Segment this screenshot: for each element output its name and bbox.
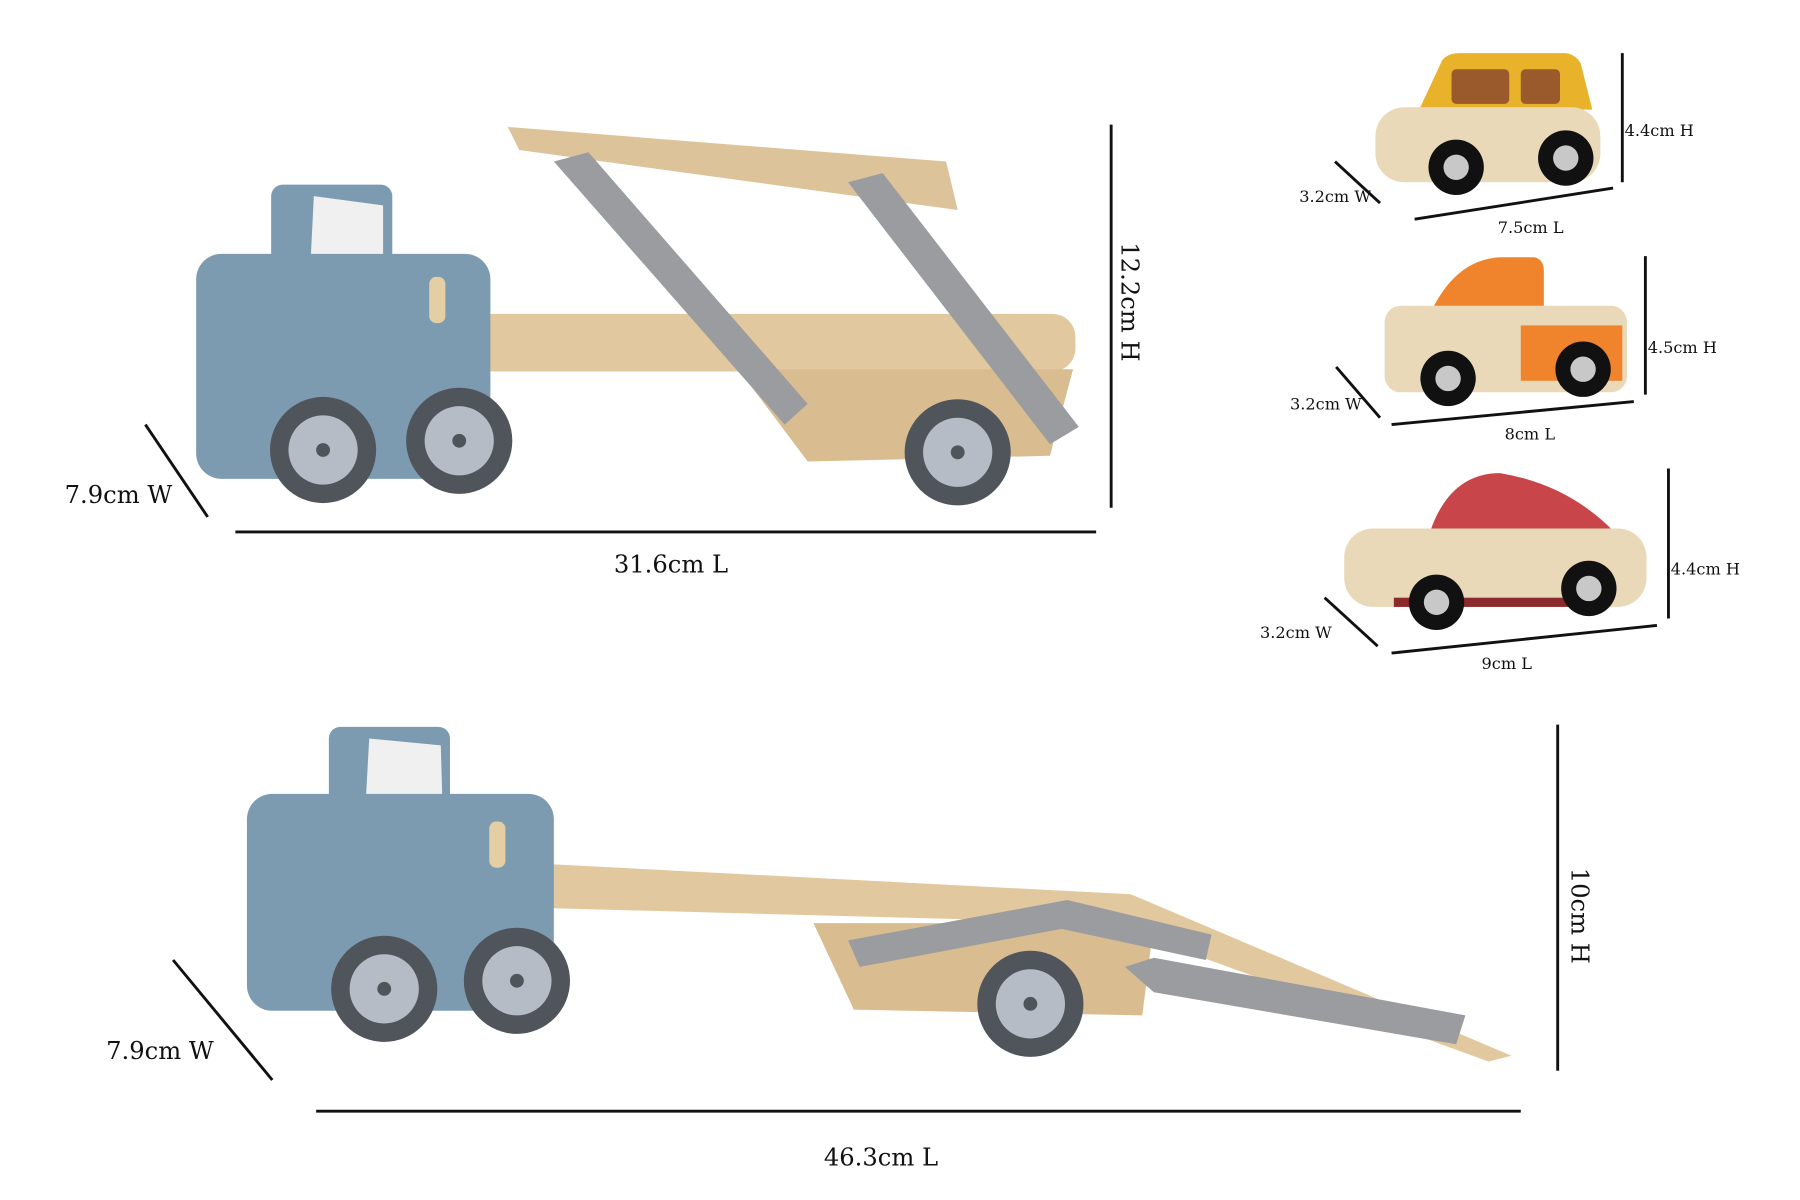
height-label: 10cm H (1566, 868, 1594, 964)
length-label: 8cm L (1505, 425, 1556, 444)
arm (848, 900, 1212, 967)
length-label: 9cm L (1482, 654, 1533, 673)
wheel (406, 387, 513, 494)
length-label: 7.5cm L (1498, 218, 1564, 237)
arm (848, 173, 1079, 445)
width-label: 3.2cm W (1299, 187, 1371, 206)
wheel (270, 396, 377, 504)
height-label: 4.5cm H (1648, 338, 1717, 357)
truck-extended (246, 726, 1512, 1062)
height-label: 4.4cm H (1671, 560, 1740, 579)
trailer-bed (461, 859, 1512, 1062)
arm (1125, 957, 1466, 1045)
width-label: 7.9cm W (65, 481, 173, 509)
width-label: 3.2cm W (1290, 395, 1362, 414)
arm (553, 152, 808, 425)
car-red (1344, 473, 1647, 630)
wheel (977, 950, 1084, 1057)
length-label: 31.6cm L (614, 550, 728, 578)
length-label: 46.3cm L (824, 1143, 938, 1171)
wheel (904, 399, 1011, 506)
car-orange (1384, 257, 1627, 407)
width-label: 3.2cm W (1260, 623, 1332, 642)
width-line (144, 423, 209, 518)
peg (489, 821, 506, 868)
wheel (463, 927, 570, 1034)
width-line (171, 959, 274, 1081)
height-label: 12.2cm H (1116, 242, 1144, 361)
car-yellow (1375, 53, 1601, 195)
wheel (331, 935, 438, 1042)
width-label: 7.9cm W (106, 1037, 214, 1065)
upper-ramp (507, 126, 958, 210)
peg (429, 276, 446, 324)
truck-folded (196, 126, 1079, 506)
height-label: 4.4cm H (1625, 121, 1694, 140)
